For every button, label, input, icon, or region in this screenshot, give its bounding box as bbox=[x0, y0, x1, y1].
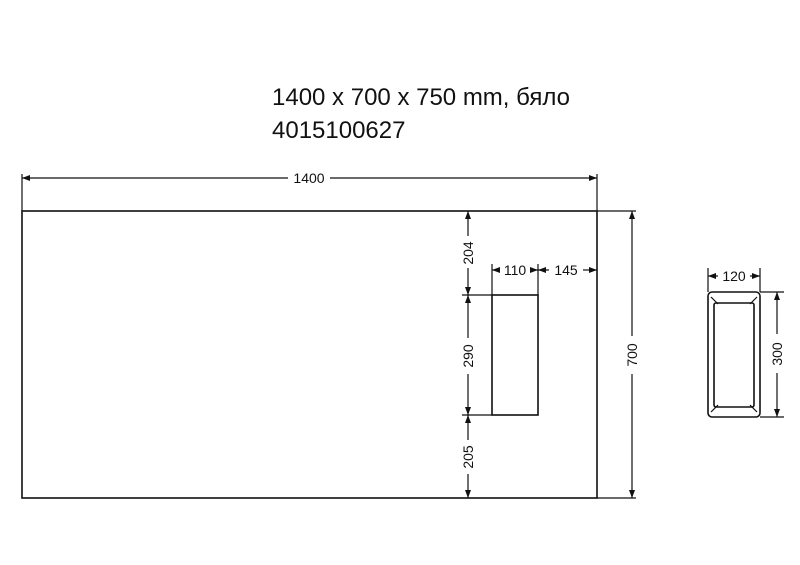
overall-width-dimension: 1400 bbox=[21, 170, 598, 211]
niche-width-label: 110 bbox=[504, 262, 527, 278]
niche-height-label: 290 bbox=[460, 344, 476, 368]
niche-side-offset-label: 145 bbox=[554, 262, 578, 278]
overall-height-label: 700 bbox=[624, 343, 640, 367]
section-width-dimension: 120 bbox=[707, 268, 761, 292]
main-panel-outline bbox=[21, 210, 598, 499]
overall-height-dimension: 700 bbox=[597, 210, 640, 499]
section-detail bbox=[707, 291, 761, 418]
niche-bottom-offset-label: 205 bbox=[460, 445, 476, 469]
niche-top-offset-label: 204 bbox=[460, 241, 476, 265]
product-code: 4015100627 bbox=[272, 117, 406, 144]
section-width-label: 120 bbox=[722, 268, 746, 284]
niche-outline bbox=[491, 294, 539, 416]
niche-horizontal-dimensions: 110 145 bbox=[491, 262, 597, 295]
overall-width-label: 1400 bbox=[293, 170, 324, 186]
niche-vertical-dimensions: 204 290 205 bbox=[460, 211, 492, 498]
section-height-dimension: 300 bbox=[760, 291, 785, 418]
product-spec-title: 1400 x 700 x 750 mm, бяло bbox=[272, 84, 570, 111]
section-height-label: 300 bbox=[769, 342, 785, 366]
